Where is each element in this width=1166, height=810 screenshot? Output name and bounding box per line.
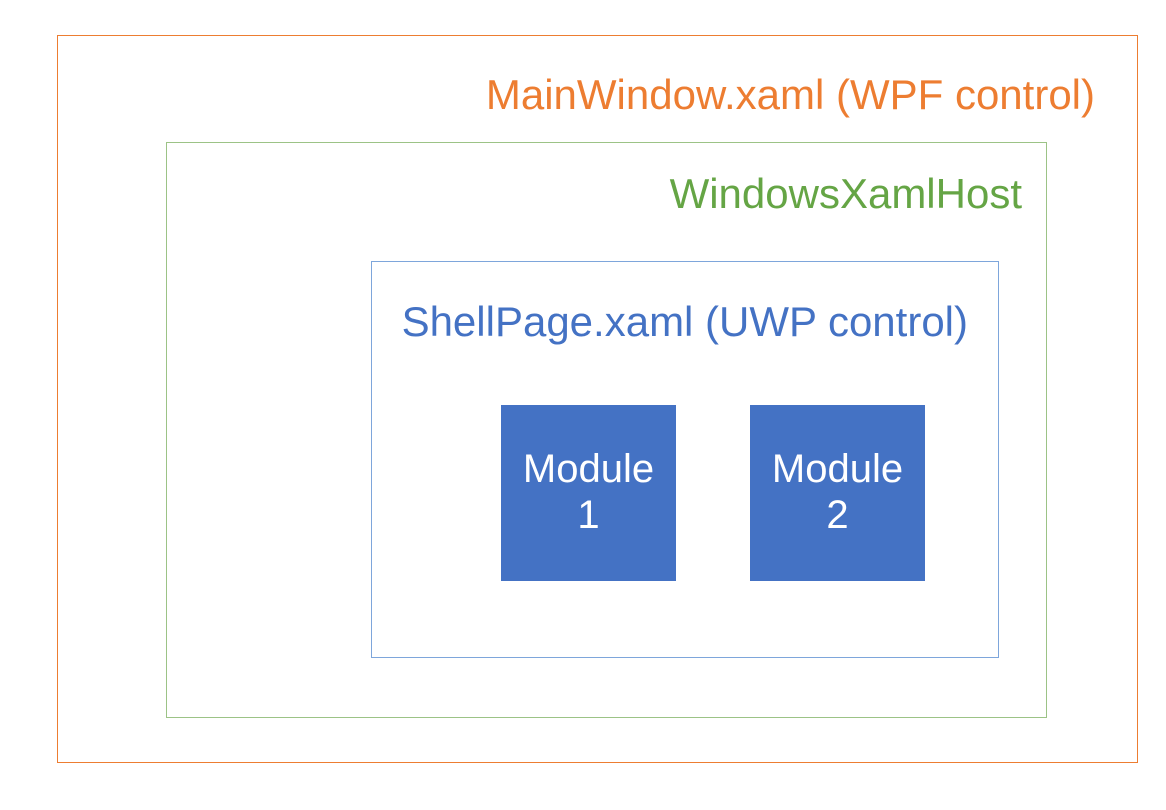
mainwindow-xaml-container: MainWindow.xaml (WPF control) bbox=[57, 35, 1138, 763]
module-2-block: Module 2 bbox=[750, 405, 925, 581]
module-2-label-line2: 2 bbox=[826, 493, 849, 537]
module-1-label-line2: 1 bbox=[577, 493, 600, 537]
mainwindow-xaml-label: MainWindow.xaml (WPF control) bbox=[485, 71, 1095, 118]
shellpage-xaml-container: ShellPage.xaml (UWP control) bbox=[371, 261, 999, 658]
module-2-label-line1: Module bbox=[771, 447, 904, 492]
windowsxamlhost-label: WindowsXamlHost bbox=[669, 170, 1022, 217]
shellpage-xaml-label: ShellPage.xaml (UWP control) bbox=[401, 298, 968, 345]
module-1-block: Module 1 bbox=[501, 405, 676, 581]
module-1-label-line1: Module bbox=[522, 447, 655, 492]
windowsxamlhost-container: WindowsXamlHost bbox=[166, 142, 1047, 718]
